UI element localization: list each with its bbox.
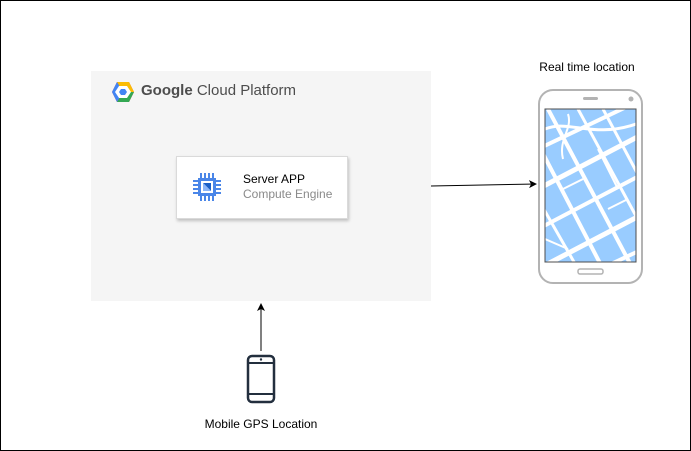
gcp-container: Google Cloud Platform	[91, 71, 431, 301]
gcp-brand: Google	[141, 82, 193, 99]
service-type: Compute Engine	[243, 187, 333, 201]
smartphone-map-icon	[538, 89, 643, 284]
compute-chip-icon	[193, 173, 221, 201]
service-name: Server APP	[243, 172, 306, 186]
gcp-title: Google Cloud Platform	[141, 82, 296, 99]
server-to-realtime-arrow	[430, 180, 537, 189]
google-cloud-hexagon-icon	[112, 82, 134, 102]
mobile-gps-location-label: Mobile GPS Location	[204, 417, 318, 431]
realtime-location-label: Real time location	[539, 60, 635, 74]
mobile-phone-icon	[246, 354, 276, 404]
server-app-card[interactable]: Server APP Compute Engine	[176, 156, 348, 219]
gcp-product: Cloud Platform	[196, 82, 297, 99]
